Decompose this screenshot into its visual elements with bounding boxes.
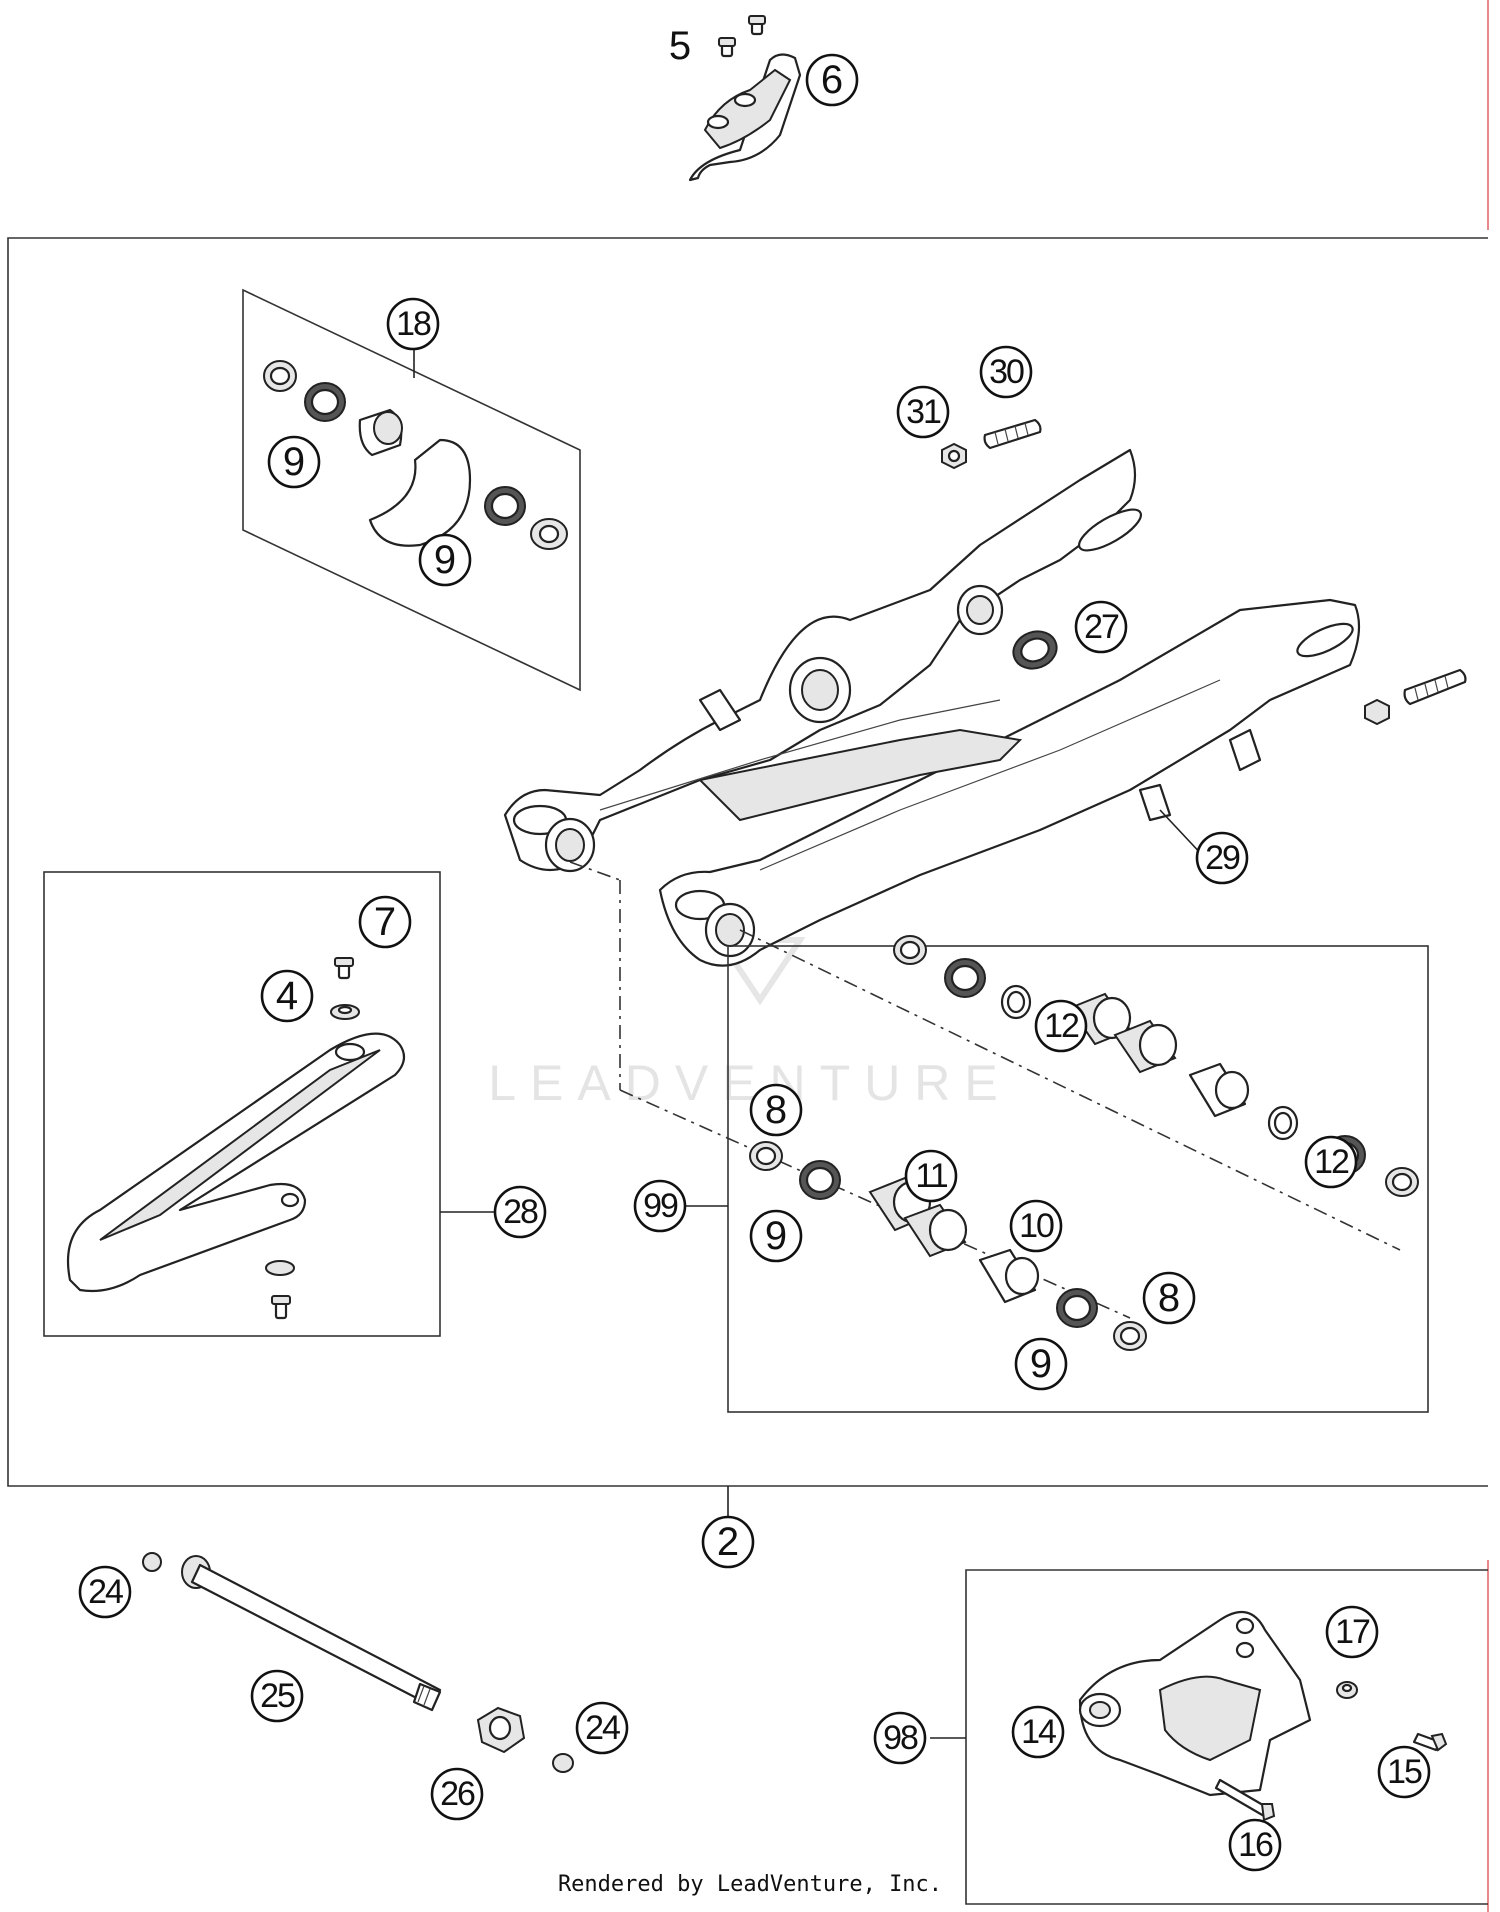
callout-label-6: 6 <box>821 58 843 102</box>
callout-label-8a: 8 <box>765 1088 787 1132</box>
callout-label-24a: 24 <box>88 1573 123 1611</box>
callout-label-98: 98 <box>883 1719 918 1757</box>
callout-15: 15 <box>1377 1745 1431 1799</box>
callout-99: 99 <box>633 1179 687 1233</box>
callout-label-31: 31 <box>906 393 941 431</box>
callout-5: 5 <box>669 24 691 68</box>
callout-label-14: 14 <box>1021 1713 1056 1751</box>
callout-4: 4 <box>260 969 314 1023</box>
callout-label-9a: 9 <box>283 440 305 484</box>
callout-label-25: 25 <box>260 1677 295 1715</box>
callout-label-16: 16 <box>1238 1826 1273 1864</box>
callout-98: 98 <box>873 1711 927 1765</box>
callout-8a: 8 <box>749 1083 803 1137</box>
bearing-kit-18-panel <box>242 288 581 692</box>
callout-label-11: 11 <box>915 1157 947 1195</box>
callout-11: 11 <box>904 1149 958 1203</box>
callout-30: 30 <box>979 345 1033 399</box>
callout-2: 2 <box>701 1515 755 1569</box>
callout-12a: 12 <box>1034 999 1088 1053</box>
callout-label-10: 10 <box>1019 1207 1054 1245</box>
callout-24b: 24 <box>575 1701 629 1755</box>
callout-9d: 9 <box>1014 1337 1068 1391</box>
callout-17: 17 <box>1325 1605 1379 1659</box>
callout-6: 6 <box>805 53 859 107</box>
adjuster-parts <box>941 418 1467 726</box>
watermark-text: LEADVENTURE <box>488 1055 1012 1111</box>
callout-label-12a: 12 <box>1044 1007 1079 1045</box>
callout-label-9c: 9 <box>765 1214 787 1258</box>
callout-9c: 9 <box>749 1209 803 1263</box>
callout-label-99: 99 <box>643 1187 678 1225</box>
callout-18: 18 <box>386 297 440 351</box>
callout-label-8b: 8 <box>1158 1276 1180 1320</box>
chain-slider-28-panel <box>43 871 494 1337</box>
swingarm-axle-parts <box>142 1552 574 1773</box>
callout-8b: 8 <box>1142 1271 1196 1325</box>
callout-label-26: 26 <box>440 1775 475 1813</box>
callout-label-24b: 24 <box>585 1709 620 1747</box>
callout-label-4: 4 <box>276 974 298 1018</box>
callout-12b: 12 <box>1304 1135 1358 1189</box>
callout-label-28: 28 <box>503 1193 538 1231</box>
render-credit: Rendered by LeadVenture, Inc. <box>557 1872 943 1897</box>
callout-9a: 9 <box>267 435 321 489</box>
watermark: LEADVENTURE <box>488 937 1012 1111</box>
callout-label-9d: 9 <box>1030 1342 1052 1386</box>
main-group-frame <box>7 237 1488 1487</box>
callout-label-17: 17 <box>1335 1613 1370 1651</box>
callout-label-30: 30 <box>989 353 1024 391</box>
callout-label-2: 2 <box>717 1520 739 1564</box>
callout-28: 28 <box>493 1185 547 1239</box>
callout-label-7: 7 <box>374 900 396 944</box>
callout-24a: 24 <box>78 1565 132 1619</box>
callout-9b: 9 <box>418 533 472 587</box>
callout-26: 26 <box>430 1767 484 1821</box>
callout-label-15: 15 <box>1387 1753 1422 1791</box>
callout-10: 10 <box>1009 1199 1063 1253</box>
callout-14: 14 <box>1011 1705 1065 1759</box>
chain-guide-98-panel <box>930 1569 1488 1905</box>
callout-label-29: 29 <box>1205 839 1240 877</box>
callout-25: 25 <box>250 1669 304 1723</box>
callout-label-5: 5 <box>669 24 691 68</box>
callout-31: 31 <box>896 385 950 439</box>
callout-27: 27 <box>1074 600 1128 654</box>
callout-29: 29 <box>1195 831 1249 885</box>
callout-label-9b: 9 <box>434 538 456 582</box>
callout-7: 7 <box>358 895 412 949</box>
callout-label-12b: 12 <box>1314 1143 1349 1181</box>
swingarm-body <box>503 448 1361 967</box>
callout-label-27: 27 <box>1084 608 1119 646</box>
callout-16: 16 <box>1228 1818 1282 1872</box>
callout-label-18: 18 <box>396 305 431 343</box>
chain-slider-top-part <box>688 15 802 182</box>
